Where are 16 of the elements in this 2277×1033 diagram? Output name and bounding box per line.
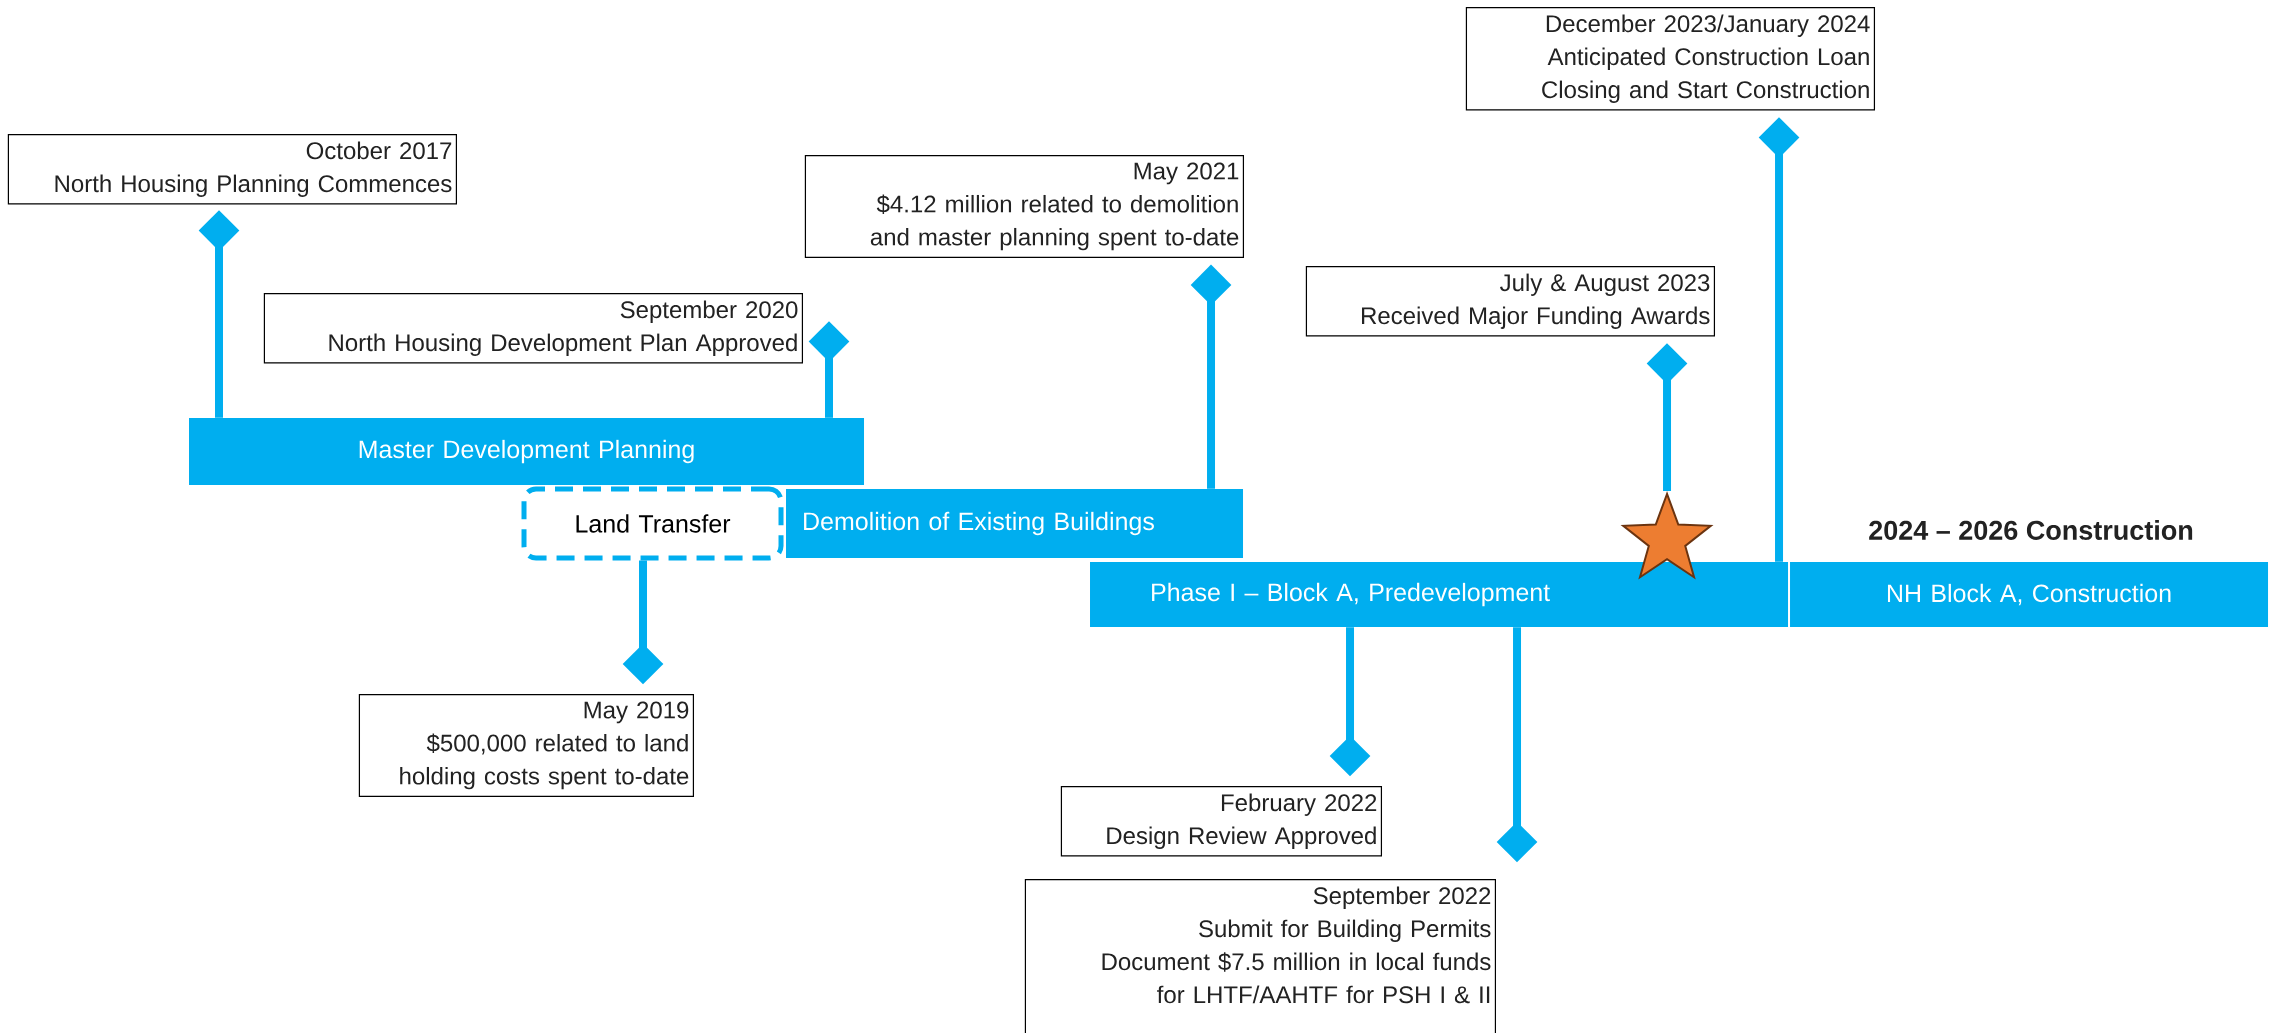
node-label: NH Block A, Construction bbox=[1887, 583, 2171, 606]
phase-bar: Master Development Planning bbox=[189, 418, 864, 485]
phase-bar: Phase I – Block A, Predevelopment bbox=[1090, 562, 1789, 627]
callout-box: February 2022 Design Review Approved bbox=[1060, 786, 1382, 857]
phase-bar: Demolition of Existing Buildings bbox=[786, 489, 1243, 558]
callout-box: May 2019 $500,000 related to land holding costs spent to-date bbox=[358, 694, 694, 797]
callout-box: September 2020 North Housing Development Plan Approved bbox=[263, 293, 803, 364]
callout-box: December 2023/January 2024 Anticipated Construction Loan Closing and Start Construction bbox=[1465, 7, 1876, 111]
period-heading: 2024 – 2026 Construction bbox=[1869, 520, 2193, 540]
phase-bar: NH Block A, Construction bbox=[1790, 562, 2269, 627]
callout-box: July & August 2023 Received Major Funding Awards bbox=[1305, 266, 1715, 337]
callout-box: October 2017 North Housing Planning Commences bbox=[7, 134, 457, 205]
callout-box: May 2021 $4.12 million related to demolition and master planning spent to-date bbox=[804, 155, 1244, 258]
node-label: Phase I – Block A, Predevelopment bbox=[1152, 582, 1550, 607]
dashed-phase-box: Land Transfer bbox=[521, 486, 784, 561]
callout-box: September 2022 Submit for Building Permits Document $7.5 million in local funds for LHTF/AAHTF for PSH I & II bbox=[1024, 879, 1496, 1033]
